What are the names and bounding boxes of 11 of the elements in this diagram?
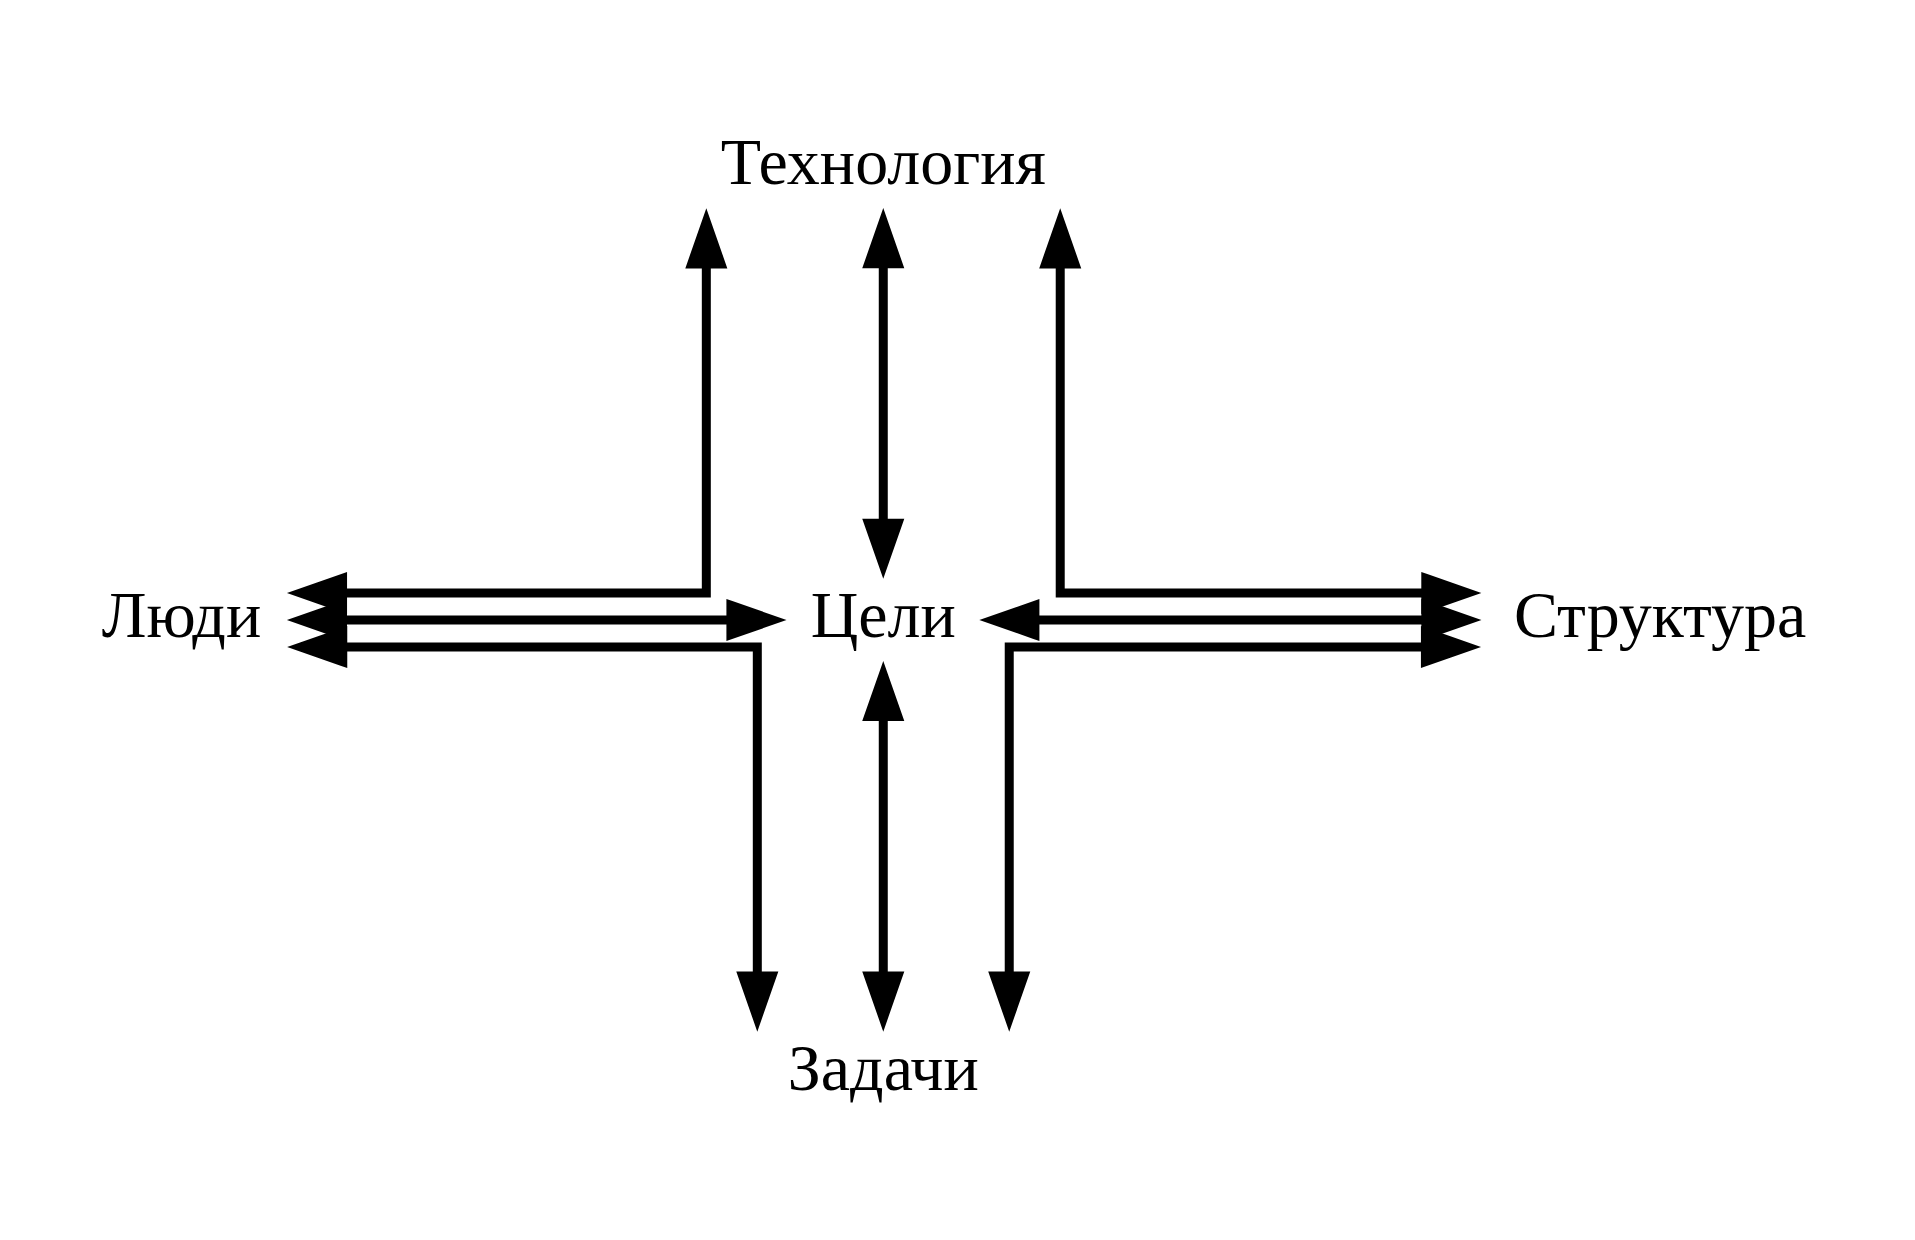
arrow: [286, 598, 787, 642]
arrow: [862, 661, 905, 1032]
node-text: Технология: [720, 124, 1046, 198]
node-text: Люди: [101, 577, 262, 651]
node-text: Структура: [1513, 577, 1807, 651]
arrow: [862, 208, 905, 579]
arrow: [979, 598, 1482, 642]
arrow: [287, 625, 779, 1032]
arrow: [988, 625, 1482, 1032]
node-text: Цели: [810, 577, 956, 651]
node-text: Задачи: [787, 1030, 979, 1104]
